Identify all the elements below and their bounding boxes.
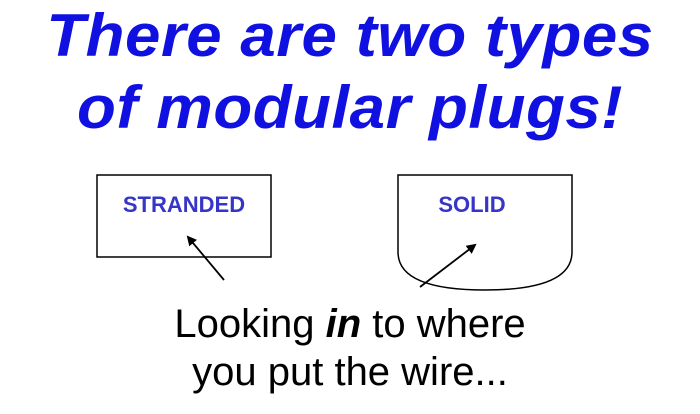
solid-arrow [419, 243, 477, 288]
caption-text-after: to where [361, 302, 526, 346]
slide-title: There are two types of modular plugs! [0, 0, 700, 144]
title-line-1: There are two types [46, 2, 654, 69]
stranded-plug: STRANDED [96, 174, 272, 281]
caption-line-2: you put the wire... [192, 350, 508, 394]
solid-plug-outline [397, 174, 573, 291]
solid-plug: SOLID [397, 174, 573, 291]
stranded-arrow [186, 235, 225, 281]
stranded-plug-label: STRANDED [123, 192, 245, 217]
caption-text-before: Looking [174, 302, 326, 346]
stranded-plug-outline [96, 174, 272, 258]
caption: Looking in to where you put the wire... [0, 300, 700, 396]
caption-emphasis: in [325, 302, 362, 346]
caption-line-1: Looking in to where [0, 300, 700, 348]
title-line-2: of modular plugs! [76, 74, 624, 141]
solid-plug-label: SOLID [438, 192, 505, 217]
